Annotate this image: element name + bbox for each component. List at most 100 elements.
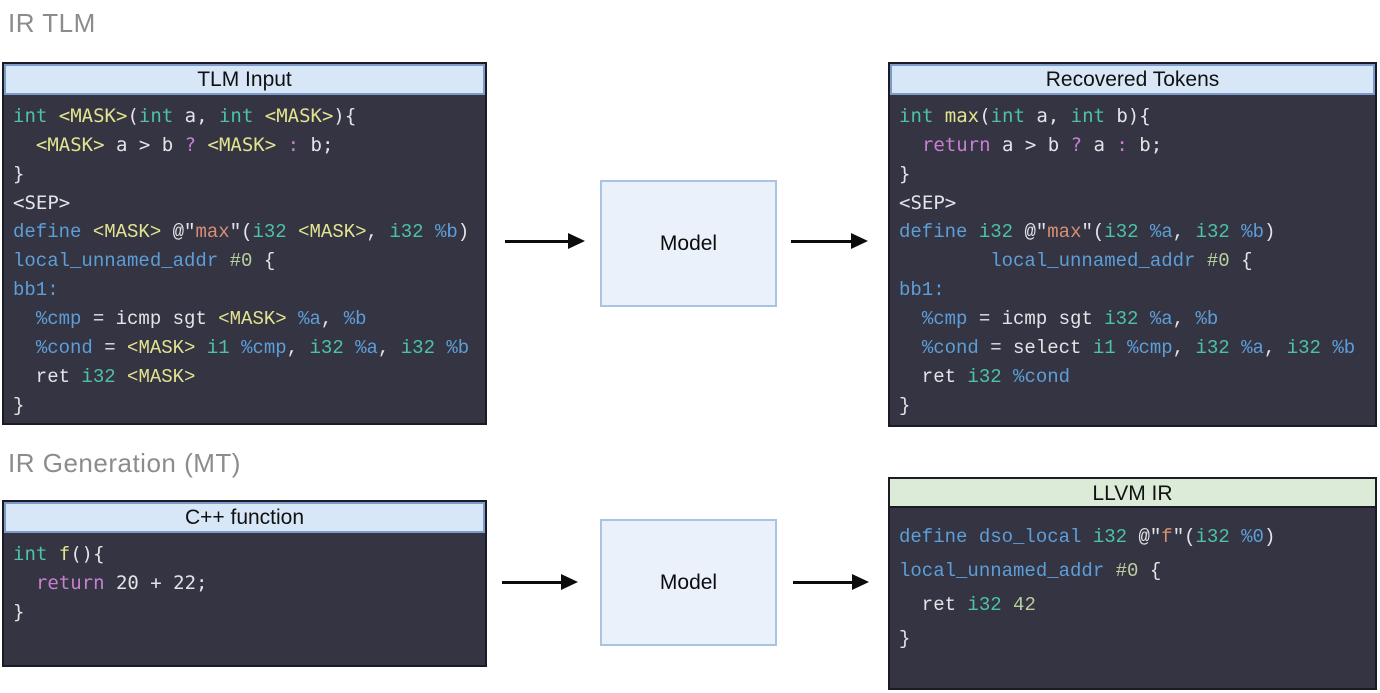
code-token	[116, 366, 127, 388]
code-token: %a	[298, 308, 321, 330]
code-line: local_unnamed_addr #0 {	[899, 554, 1375, 588]
llvm-ir-code: define dso_local i32 @"f"(i32 %0)local_u…	[890, 508, 1375, 656]
code-token	[276, 134, 287, 156]
model-label: Model	[659, 231, 718, 255]
code-token	[287, 221, 298, 243]
code-token: i32	[389, 221, 424, 243]
code-token: "(	[1081, 221, 1105, 243]
code-token: int	[13, 105, 48, 127]
code-token: (	[979, 105, 991, 127]
code-token: %a	[1149, 308, 1173, 330]
code-token: i32	[252, 221, 287, 243]
code-token	[967, 526, 978, 548]
code-line: %cmp = icmp sgt i32 %a, %b	[899, 305, 1375, 334]
cpp-function-header: C++ function	[4, 502, 485, 533]
code-token: int	[990, 105, 1025, 127]
code-token	[344, 337, 355, 359]
code-line: }	[13, 392, 485, 421]
code-token	[899, 308, 922, 330]
code-token: i32	[1195, 221, 1230, 243]
code-line: %cond = select i1 %cmp, i32 %a, i32 %b	[899, 334, 1375, 363]
code-token: i32	[400, 337, 435, 359]
code-token: 42	[1013, 594, 1036, 616]
code-line: int f(){	[13, 540, 485, 569]
code-token: ,	[1172, 221, 1196, 243]
code-line: define <MASK> @"max"(i32 <MASK>, i32 %b)	[13, 218, 485, 247]
code-token: %b	[343, 308, 367, 330]
code-token	[13, 337, 36, 359]
code-token: int	[13, 543, 48, 565]
code-line: local_unnamed_addr #0 {	[13, 247, 485, 276]
arrow-shaft	[502, 580, 564, 584]
code-line: <SEP>	[899, 189, 1375, 218]
code-token: :	[287, 134, 300, 156]
llvm-ir-box: LLVM IR define dso_local i32 @"f"(i32 %0…	[888, 477, 1377, 690]
code-token: }	[13, 601, 25, 623]
code-token: ?	[1070, 134, 1083, 156]
code-token: }	[899, 163, 911, 185]
code-token: @"	[1127, 526, 1162, 548]
code-token: }	[13, 395, 25, 417]
code-line: ret i32 %cond	[899, 363, 1375, 392]
arrow-right-icon	[502, 574, 578, 590]
code-token: bb1:	[13, 279, 59, 301]
code-line: int max(int a, int b){	[899, 102, 1375, 131]
code-token: ,	[320, 308, 344, 330]
code-token: %cmp	[241, 337, 287, 359]
code-line: }	[899, 622, 1375, 656]
code-token: f	[1161, 526, 1173, 548]
code-line: %cond = <MASK> i1 %cmp, i32 %a, i32 %b	[13, 334, 485, 363]
code-token: b){	[1104, 105, 1151, 127]
section-label-ir-tlm: IR TLM	[8, 8, 96, 38]
code-token: f	[58, 543, 71, 565]
code-token: %cmp	[921, 308, 968, 330]
code-token: i32	[1286, 337, 1321, 359]
section-label-ir-generation: IR Generation (MT)	[8, 448, 241, 478]
code-line: }	[13, 598, 485, 627]
model-box-tlm: Model	[600, 180, 777, 307]
code-token: )	[1263, 526, 1276, 548]
code-token: <MASK>	[127, 366, 196, 388]
code-token: <MASK>	[127, 337, 196, 359]
code-token: ,	[366, 221, 390, 243]
code-token: :	[1116, 134, 1128, 156]
code-token: @"	[161, 221, 196, 243]
code-token: #0	[229, 250, 253, 272]
code-line: define dso_local i32 @"f"(i32 %0)	[899, 520, 1375, 554]
recovered-tokens-header: Recovered Tokens	[890, 64, 1375, 95]
arrow-shaft	[791, 239, 854, 243]
code-token: %b	[446, 337, 470, 359]
code-token: %a	[1149, 221, 1173, 243]
code-token: %b	[1241, 221, 1264, 243]
code-token	[1002, 594, 1013, 616]
code-line: }	[899, 392, 1375, 421]
code-token: {	[252, 250, 276, 272]
code-token: <MASK>	[35, 134, 105, 156]
code-token: (){	[70, 543, 105, 565]
code-token: bb1:	[899, 279, 945, 301]
code-token: <SEP>	[13, 192, 71, 214]
code-token: a,	[1024, 105, 1071, 127]
code-token: = icmp sgt	[81, 308, 219, 330]
code-token: return	[35, 572, 105, 594]
code-token	[1138, 308, 1149, 330]
code-token: <MASK>	[264, 105, 334, 127]
code-token	[218, 250, 229, 272]
code-token: ret	[899, 366, 968, 388]
code-token	[1104, 560, 1115, 582]
code-token: i32	[1195, 526, 1230, 548]
code-line: bb1:	[13, 276, 485, 305]
code-token	[933, 105, 944, 127]
code-token	[287, 308, 298, 330]
code-token	[899, 250, 990, 272]
code-token	[1116, 337, 1127, 359]
arrow-shaft	[505, 239, 571, 243]
code-token: <MASK>	[92, 221, 162, 243]
code-token	[899, 134, 922, 156]
code-token	[1081, 526, 1092, 548]
code-token	[13, 572, 36, 594]
tlm-input-header: TLM Input	[4, 64, 485, 95]
code-token: max	[1047, 221, 1082, 243]
code-token: )	[457, 221, 470, 243]
code-token: %cmp	[1127, 337, 1173, 359]
